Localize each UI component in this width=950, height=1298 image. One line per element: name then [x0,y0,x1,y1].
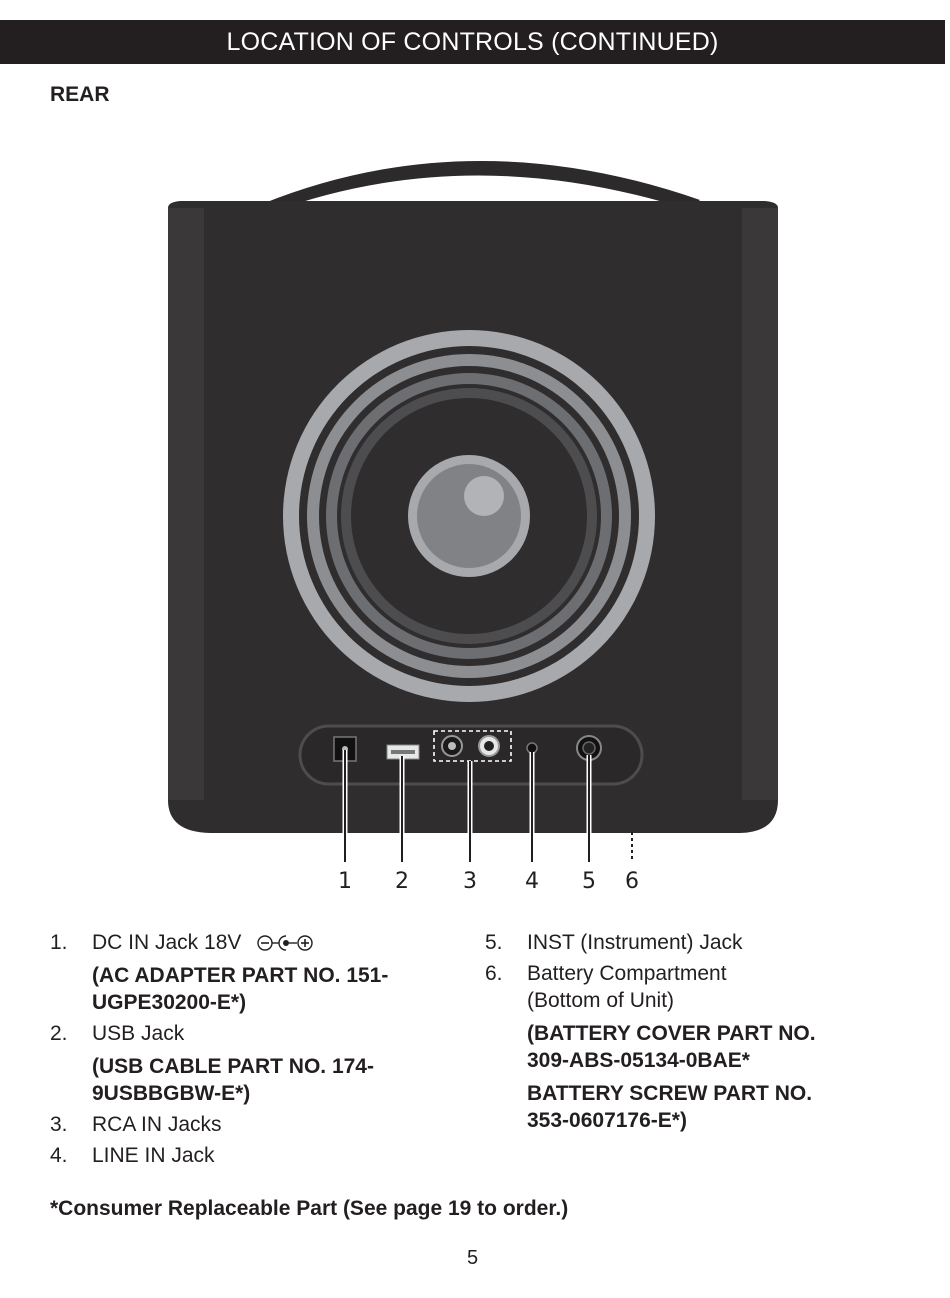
callout-number: 4 [525,869,539,894]
part-number: (USB CABLE PART NO. 174-9USBBGBW-E*) [92,1055,374,1105]
callout-number: 3 [463,869,477,894]
item-number: 2. [50,1022,68,1045]
dc-polarity-icon [257,935,313,952]
part-number: BATTERY SCREW PART NO. 353-0607176-E*) [527,1082,813,1132]
callout-number: 5 [582,869,596,894]
rca-jack-right [478,735,500,757]
rca-jacks-outline [433,730,512,762]
page-number: 5 [466,1247,479,1269]
item-label: DC IN Jack 18V [92,931,242,954]
item-number: 3. [50,1113,68,1136]
item-number: 6. [485,962,503,985]
list-item: 4. LINE IN Jack [50,1142,450,1169]
rear-view-illustration: 1 2 3 4 5 6 [168,160,778,894]
list-item: 3. RCA IN Jacks [50,1111,450,1138]
controls-list-right: 5. INST (Instrument) Jack 6. Battery Com… [485,929,905,1138]
item-label: USB Jack [92,1022,185,1045]
item-label: LINE IN Jack [92,1144,215,1167]
part-number: (AC ADAPTER PART NO. 151-UGPE30200-E*) [92,964,389,1014]
callout-number: 1 [338,869,352,894]
item-number: 5. [485,931,503,954]
controls-list-left: 1. DC IN Jack 18V (AC ADAPTER PART NO. 1… [50,929,450,1173]
speaker-grille [283,330,655,702]
carry-handle [262,160,700,212]
list-item: 1. DC IN Jack 18V (AC ADAPTER PART NO. 1… [50,929,450,1016]
item-label: Battery Compartment (Bottom of Unit) [527,962,727,1012]
callout-number: 2 [395,869,409,894]
item-number: 4. [50,1144,68,1167]
page-title: LOCATION OF CONTROLS (CONTINUED) [0,20,945,64]
list-item: 6. Battery Compartment (Bottom of Unit) … [485,960,905,1134]
item-label: RCA IN Jacks [92,1113,222,1136]
callout-number: 6 [625,869,639,894]
line-in-jack [526,742,538,754]
part-number: (BATTERY COVER PART NO. 309-ABS-05134-0B… [527,1022,816,1072]
rca-jack-left [441,735,463,757]
list-item: 5. INST (Instrument) Jack [485,929,905,956]
footnote: *Consumer Replaceable Part (See page 19 … [50,1197,569,1220]
list-item: 2. USB Jack (USB CABLE PART NO. 174-9USB… [50,1020,450,1107]
item-label: INST (Instrument) Jack [527,931,743,954]
item-number: 1. [50,931,68,954]
section-heading: REAR [50,83,110,106]
